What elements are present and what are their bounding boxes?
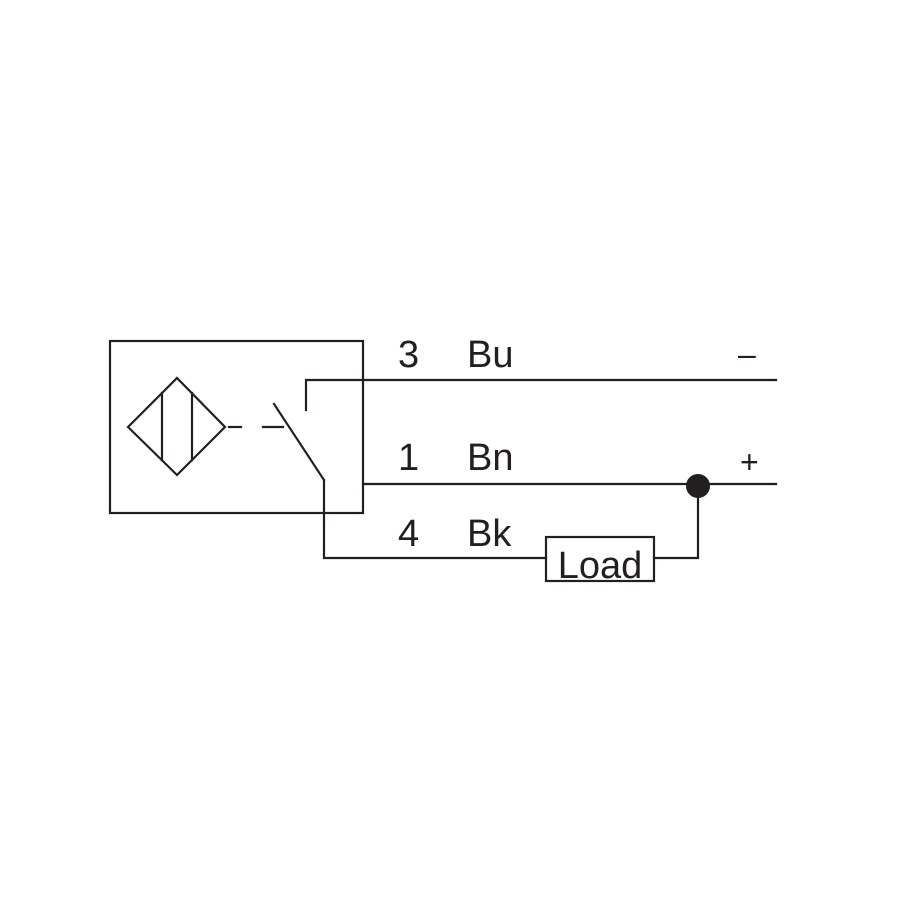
wire-1-bn: 1 Bn +: [361, 437, 778, 498]
wire-3-pin: 3: [398, 334, 419, 376]
wire-1-pin: 1: [398, 437, 419, 479]
positive-terminal-sign: +: [740, 444, 759, 480]
wire-3-bu: 3 Bu –: [398, 334, 756, 376]
wire-3-color: Bu: [467, 334, 513, 376]
negative-terminal-sign: –: [738, 336, 756, 372]
wire-4-color: Bk: [467, 513, 512, 555]
wire-1-color: Bn: [467, 437, 513, 479]
wire-4-pin: 4: [398, 513, 419, 555]
sensor-housing: [108, 339, 365, 515]
switch-contact-icon: [272, 378, 778, 482]
wire-4-bk: 4 Bk: [322, 478, 700, 560]
sensor-symbol-icon: [126, 376, 227, 477]
load-label: Load: [558, 545, 643, 587]
load-box: Load: [544, 535, 656, 587]
